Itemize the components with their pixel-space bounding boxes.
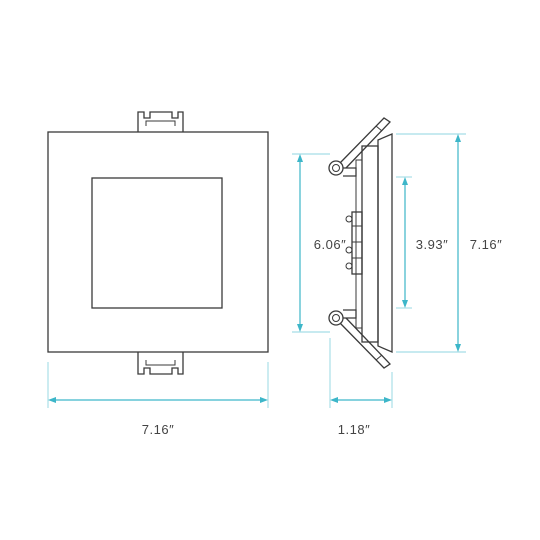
trim-height-label: 7.16″ (470, 237, 502, 252)
inner-lens-square (91, 177, 223, 309)
connector-pin-1 (345, 215, 353, 223)
bottom-spring-coil-outer (328, 310, 344, 326)
body-height-label: 3.93″ (416, 237, 448, 252)
trim-flange (377, 133, 393, 353)
depth-arrow-right (384, 397, 392, 403)
trim-height-arrow-bottom (455, 344, 461, 352)
body-height-arrow-top (402, 177, 408, 185)
width-label: 7.16″ (142, 422, 174, 437)
top-spring-arm-detail (375, 125, 383, 132)
top-spring-clip (328, 117, 392, 177)
top-spring-coil-inner (332, 164, 340, 172)
connector-pin-3 (345, 262, 353, 270)
spring-span-arrow-top (297, 154, 303, 162)
front-view: 7.16″ (47, 111, 269, 437)
trim-height-arrow-top (455, 134, 461, 142)
bottom-mounting-tab (137, 352, 184, 375)
top-spring-bracket (343, 167, 357, 177)
spring-span-label: 6.06″ (314, 237, 346, 252)
bottom-spring-clip (328, 309, 392, 369)
bottom-spring-arm (339, 317, 392, 369)
connector-pin-2 (345, 246, 353, 254)
bottom-spring-arm-detail (375, 354, 383, 361)
bottom-spring-coil-inner (332, 314, 340, 322)
top-tab-slot (145, 120, 176, 126)
spring-span-arrow-bottom (297, 324, 303, 332)
body-height-arrow-bottom (402, 300, 408, 308)
depth-label: 1.18″ (338, 422, 370, 437)
housing-inner (355, 159, 363, 329)
depth-arrow-left (330, 397, 338, 403)
bottom-spring-bracket (343, 309, 357, 319)
connector-block (351, 211, 363, 275)
top-spring-coil-outer (328, 160, 344, 176)
outer-trim-square (47, 131, 269, 353)
top-spring-arm (339, 117, 392, 169)
bottom-tab-slot (145, 360, 176, 366)
width-arrow-left (48, 397, 56, 403)
housing-body (361, 145, 379, 343)
width-arrow-right (260, 397, 268, 403)
top-mounting-tab (137, 111, 184, 132)
side-view: 6.06″ 3.93″ 7.16″ 1.18″ (292, 117, 502, 437)
